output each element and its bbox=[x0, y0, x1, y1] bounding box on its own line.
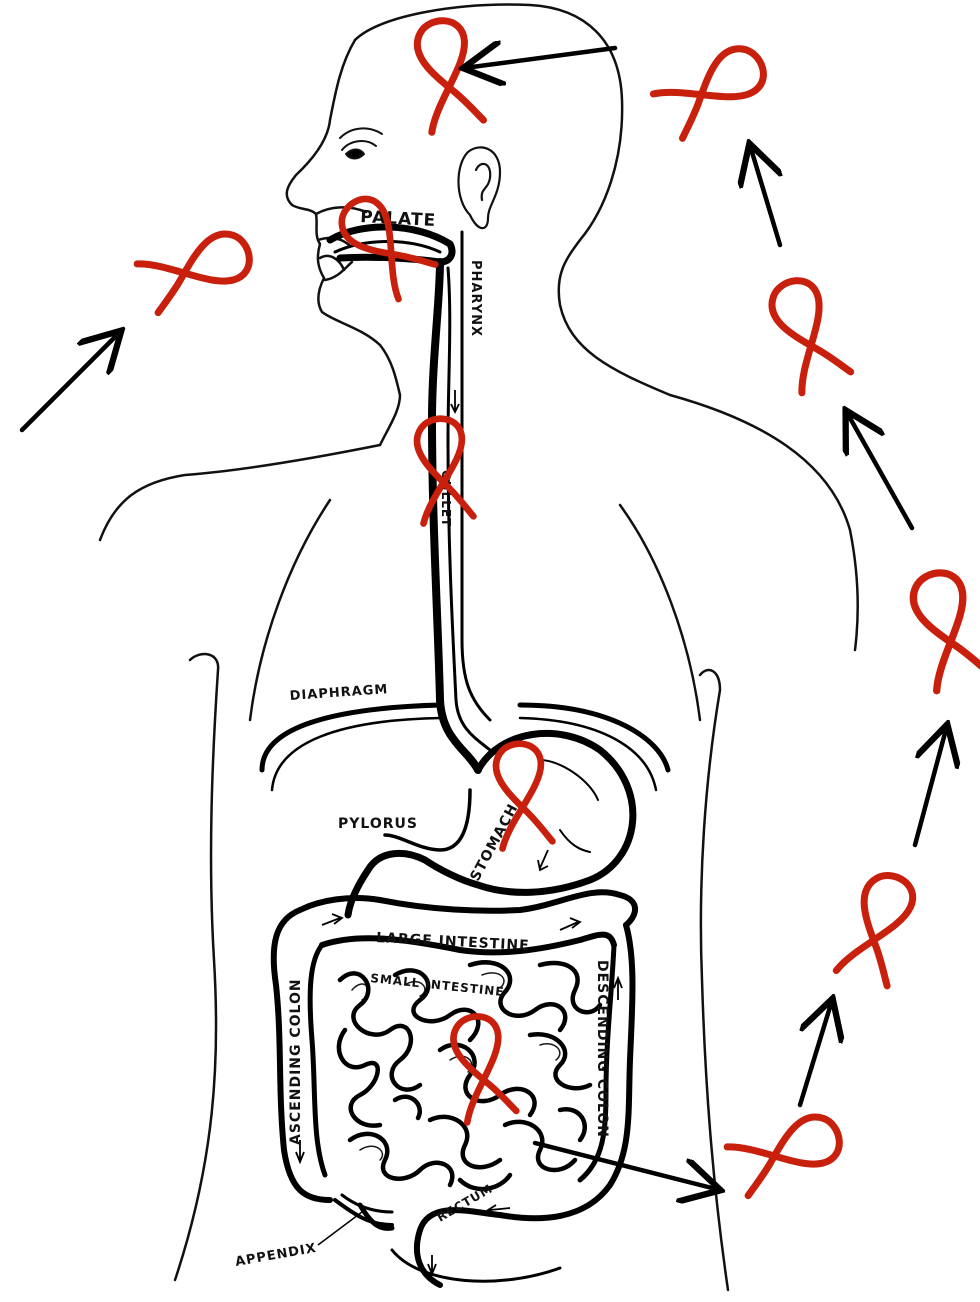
arrow-cycle-2 bbox=[915, 733, 945, 845]
parasite-cycle bbox=[137, 16, 980, 1196]
arrow-cycle-1 bbox=[800, 1007, 830, 1105]
parasite-cycle-4 bbox=[836, 869, 923, 989]
label-pylorus: PYLORUS bbox=[338, 816, 418, 832]
left-torso-side bbox=[175, 654, 218, 1280]
arrow-cycle-3 bbox=[850, 418, 912, 528]
eye bbox=[340, 128, 382, 158]
label-small-intestine: SMALL INTESTINE bbox=[370, 971, 505, 999]
right-torso-side bbox=[700, 670, 728, 1290]
parasite-mouth-out bbox=[137, 227, 257, 314]
right-shoulder bbox=[670, 395, 858, 650]
parasite-intestine bbox=[449, 1012, 516, 1122]
chest-line-right bbox=[620, 505, 700, 720]
arrow-enter-mouth bbox=[22, 337, 115, 430]
label-ascending-colon: ASCENDING COLON bbox=[288, 978, 304, 1145]
parasite-cycle-top bbox=[653, 40, 773, 140]
label-diaphragm: DIAPHRAGM bbox=[289, 682, 389, 704]
left-shoulder bbox=[100, 445, 380, 540]
label-pharynx: PHARYNX bbox=[468, 260, 483, 337]
label-stomach: STOMACH bbox=[467, 801, 521, 884]
small-intestine-coils bbox=[339, 962, 600, 1189]
arrow-to-head bbox=[472, 48, 615, 67]
label-rectum: RECTUM bbox=[435, 1181, 496, 1224]
label-appendix: APPENDIX bbox=[234, 1241, 318, 1270]
diaphragm-line bbox=[262, 705, 440, 770]
label-descending-colon: DESCENDING COLON bbox=[594, 960, 610, 1138]
label-palate: PALATE bbox=[360, 207, 437, 231]
parasite-head bbox=[413, 16, 484, 132]
appendix-leader-line bbox=[318, 1212, 362, 1245]
anatomy-labels: PALATE PHARYNX GULLET DIAPHRAGM PYLORUS … bbox=[234, 207, 610, 1270]
arrow-cycle-4 bbox=[752, 152, 780, 245]
ear bbox=[458, 147, 500, 228]
parasite-cycle-2 bbox=[765, 273, 852, 393]
flow-arrows bbox=[296, 390, 622, 1274]
parasite-outside bbox=[727, 1110, 847, 1197]
parasite-cycle-3 bbox=[907, 566, 980, 690]
